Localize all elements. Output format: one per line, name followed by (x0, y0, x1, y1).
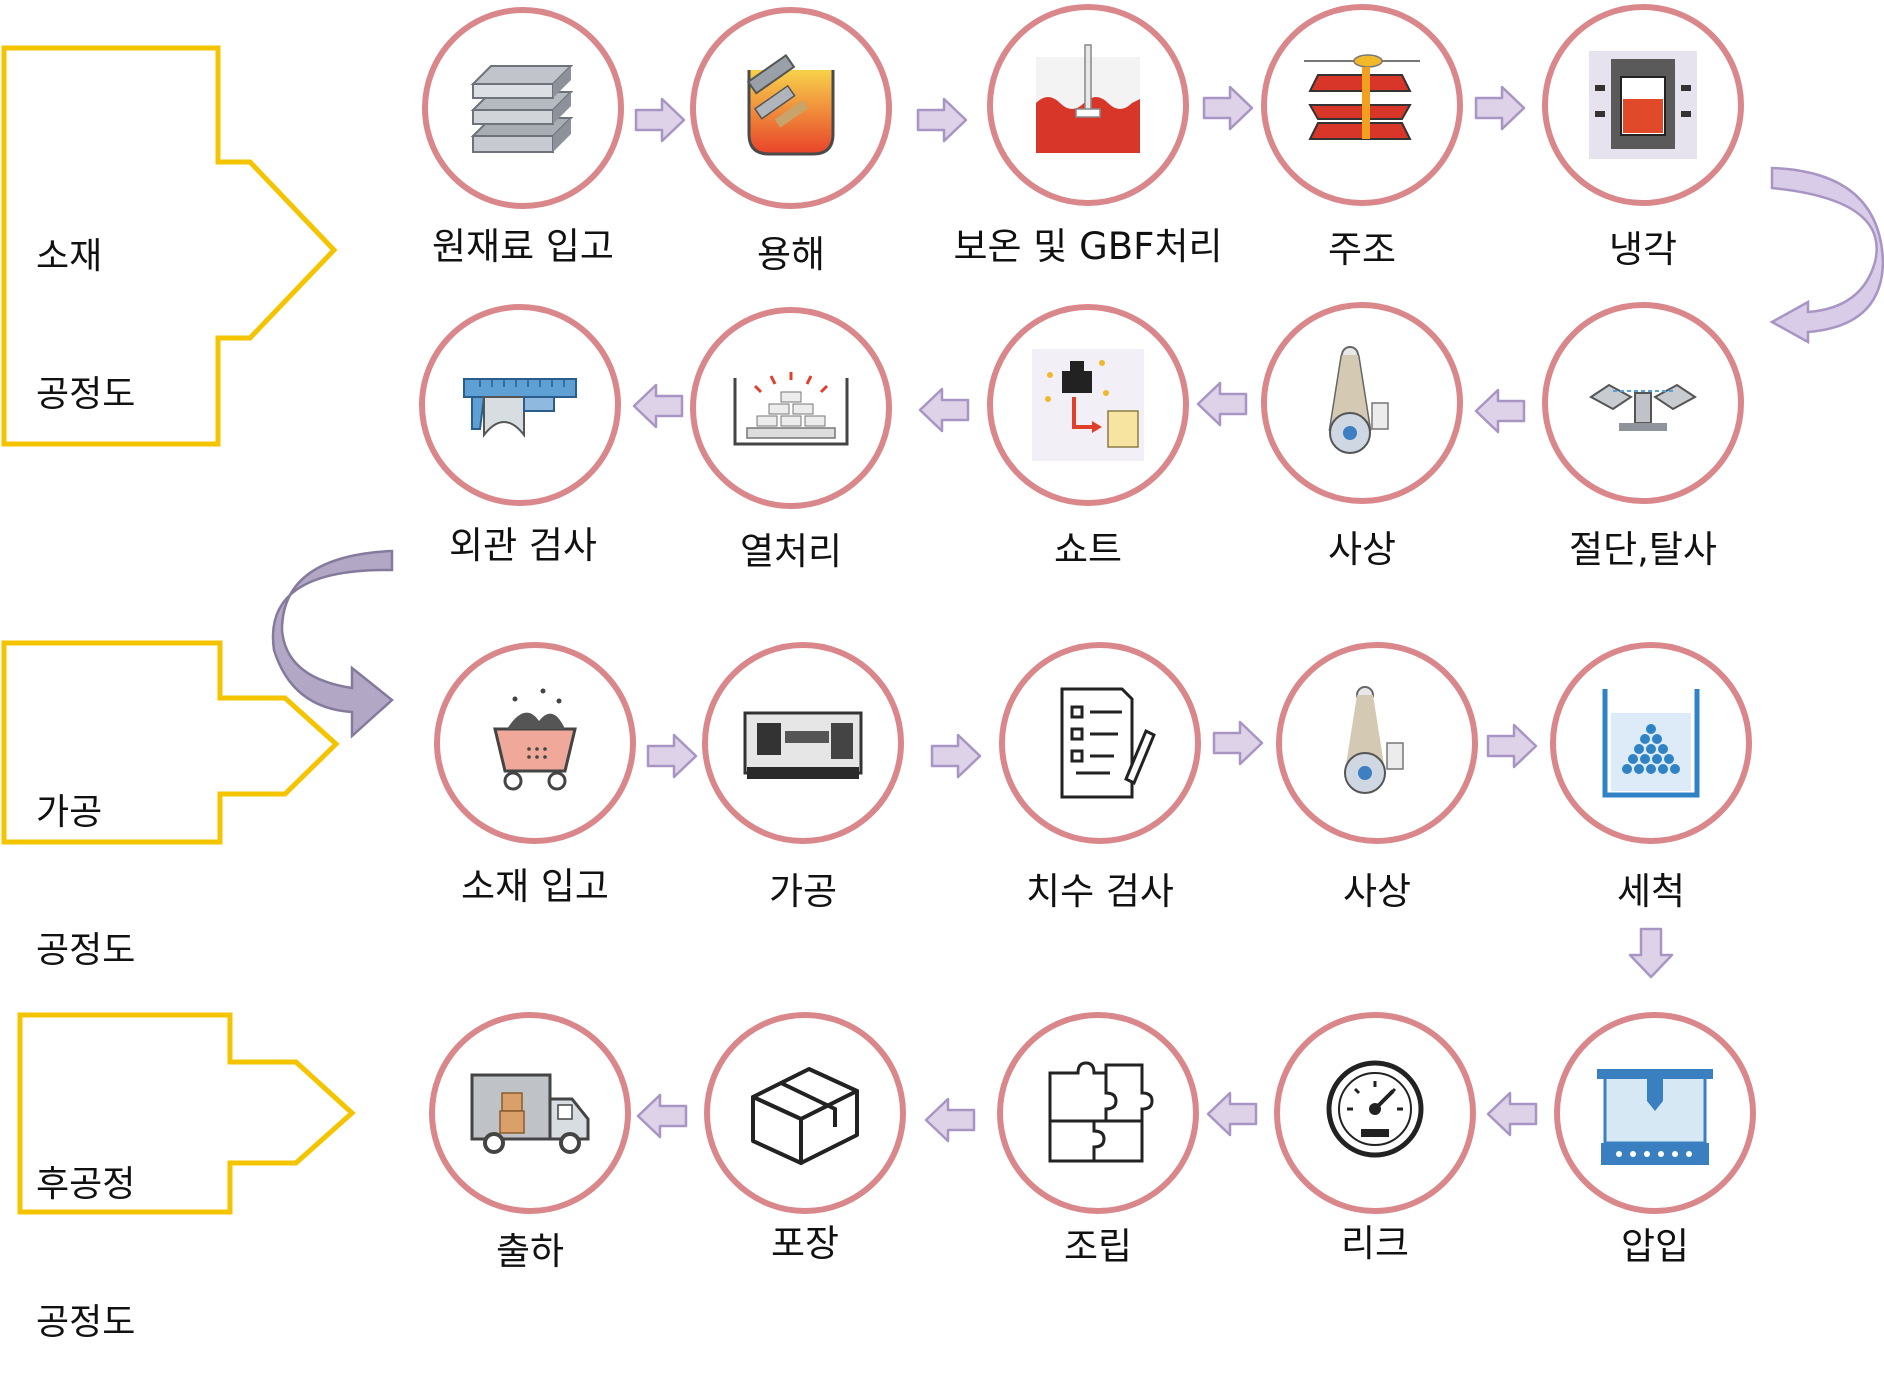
step-label-dimension-inspection: 치수 검사 (1026, 870, 1174, 913)
step-label-cooling: 냉각 (1608, 228, 1678, 271)
grinding-belt-icon-2 (1344, 686, 1404, 794)
checklist-icon (1060, 687, 1156, 799)
step-label-visual-inspection: 외관 검사 (449, 524, 597, 567)
gauge-icon (1326, 1060, 1424, 1158)
step-label-washing: 세척 (1616, 870, 1686, 913)
shot-blast-icon (1032, 349, 1144, 461)
section-arrow-machining (1, 640, 340, 845)
step-label-heat-treatment: 열처리 (739, 530, 843, 573)
washing-tank-icon (1602, 689, 1700, 798)
section-label-line: 후공정 (36, 1164, 136, 1205)
caliper-icon (463, 378, 577, 438)
section-label-material: 소재 공정도 (36, 142, 135, 464)
puzzle-icon (1048, 1061, 1154, 1163)
step-circles (419, 4, 1756, 1214)
step-label-casting: 주조 (1327, 228, 1397, 271)
box-icon (751, 1067, 859, 1165)
process-flow-diagram (1, 4, 1884, 1215)
step-label-machining: 가공 (768, 870, 838, 913)
holding-furnace-icon (1036, 44, 1140, 153)
cutting-machine-icon (1589, 383, 1697, 431)
section-label-line: 소재 (36, 236, 103, 277)
curved-arrow-left (271, 549, 394, 739)
step-label-material-receiving: 소재 입고 (461, 865, 609, 908)
step-label-press-fit: 압입 (1620, 1225, 1690, 1268)
grinding-belt-icon (1328, 346, 1389, 454)
section-label-machining: 가공 공정도 (36, 698, 135, 1020)
step-label-packaging: 포장 (770, 1222, 840, 1265)
section-label-line: 공정도 (36, 1302, 136, 1343)
delivery-truck-icon (470, 1073, 590, 1154)
section-label-line: 공정도 (36, 930, 136, 971)
step-label-leak-test: 리크 (1340, 1222, 1410, 1265)
ingot-stack-icon (470, 65, 574, 153)
section-arrow-material (1, 45, 338, 447)
step-circle (690, 307, 892, 509)
casting-mold-icon (1304, 54, 1420, 140)
step-label-melting: 용해 (756, 233, 826, 276)
section-label-line: 공정도 (36, 374, 136, 415)
step-label-shot-blasting: 쇼트 (1053, 528, 1123, 571)
melting-crucible-icon (746, 54, 835, 156)
section-label-post: 후공정 공정도 (36, 1070, 135, 1392)
section-label-line: 가공 (36, 792, 103, 833)
lathe-icon (743, 711, 863, 779)
section-arrow-post (17, 1012, 356, 1215)
cooling-mold-icon (1589, 51, 1697, 159)
heat-treatment-icon (733, 372, 849, 446)
step-label-assembly: 조립 (1063, 1225, 1133, 1268)
step-label-finishing: 사상 (1327, 528, 1397, 571)
step-label-shipping: 출하 (495, 1230, 565, 1273)
curved-arrow-right (1769, 166, 1884, 345)
step-label-cutting-desanding: 절단,탈사 (1569, 528, 1717, 571)
material-cart-icon (493, 688, 577, 791)
step-label-finishing-2: 사상 (1342, 870, 1412, 913)
press-fit-machine-icon (1597, 1069, 1713, 1165)
step-label-holding-gbf: 보온 및 GBF처리 (953, 225, 1223, 268)
step-label-raw-material-receiving: 원재료 입고 (432, 225, 614, 268)
